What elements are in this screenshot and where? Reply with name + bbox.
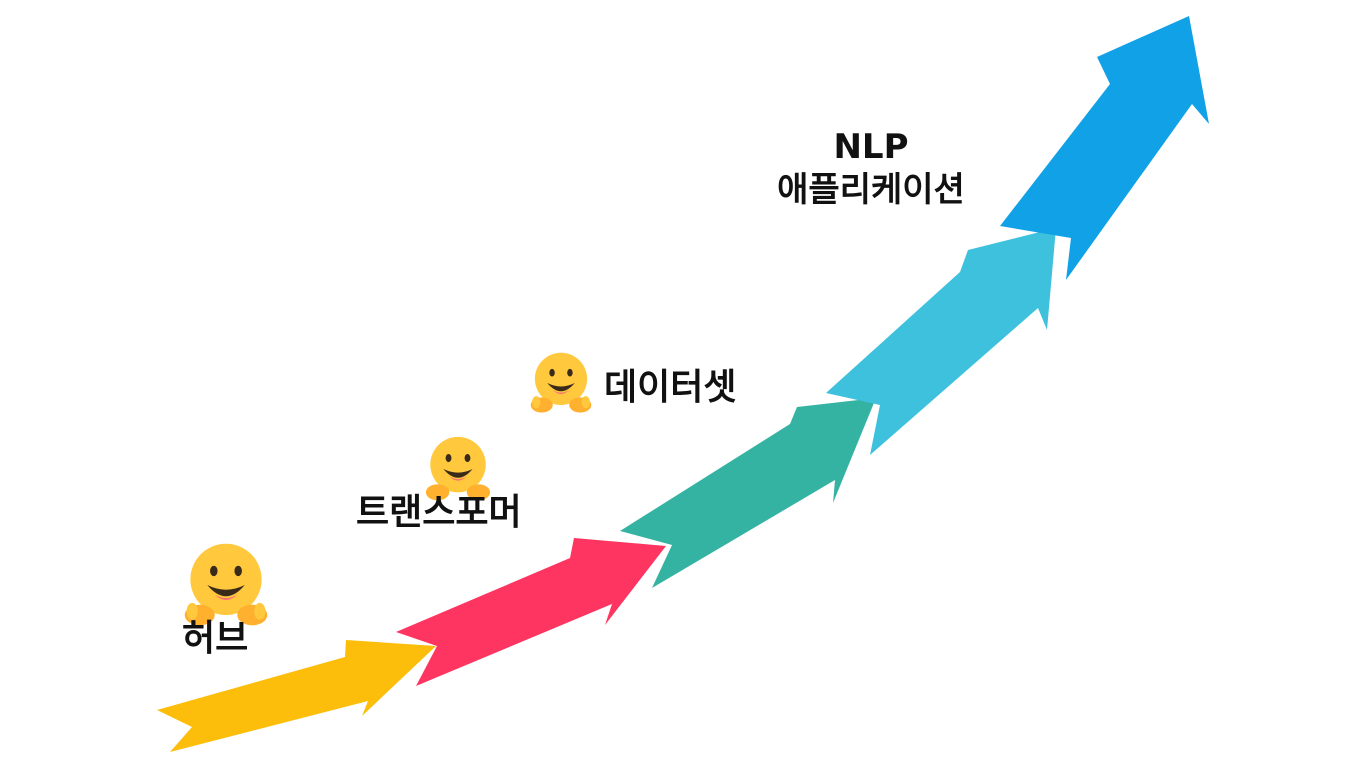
label-transformers: 트랜스포머 [356,492,522,533]
label-applications: 애플리케이션 [777,169,965,210]
hugging-face-emoji-icon [530,352,592,413]
label-nlp: NLP [833,127,909,167]
arrow-hub [157,640,436,752]
label-hub: 허브 [182,618,249,659]
arrow-nlp-upper [1000,16,1209,280]
hugging-face-emoji-icon [425,436,491,501]
arrow-transformers [396,538,666,686]
arrow-nlp-lower [826,228,1056,455]
label-datasets: 데이터셋 [604,367,737,408]
arrow-datasets [620,398,876,588]
label-nlp-applications: NLP 애플리케이션 [745,126,997,211]
hugging-face-emoji-icon [184,543,268,626]
